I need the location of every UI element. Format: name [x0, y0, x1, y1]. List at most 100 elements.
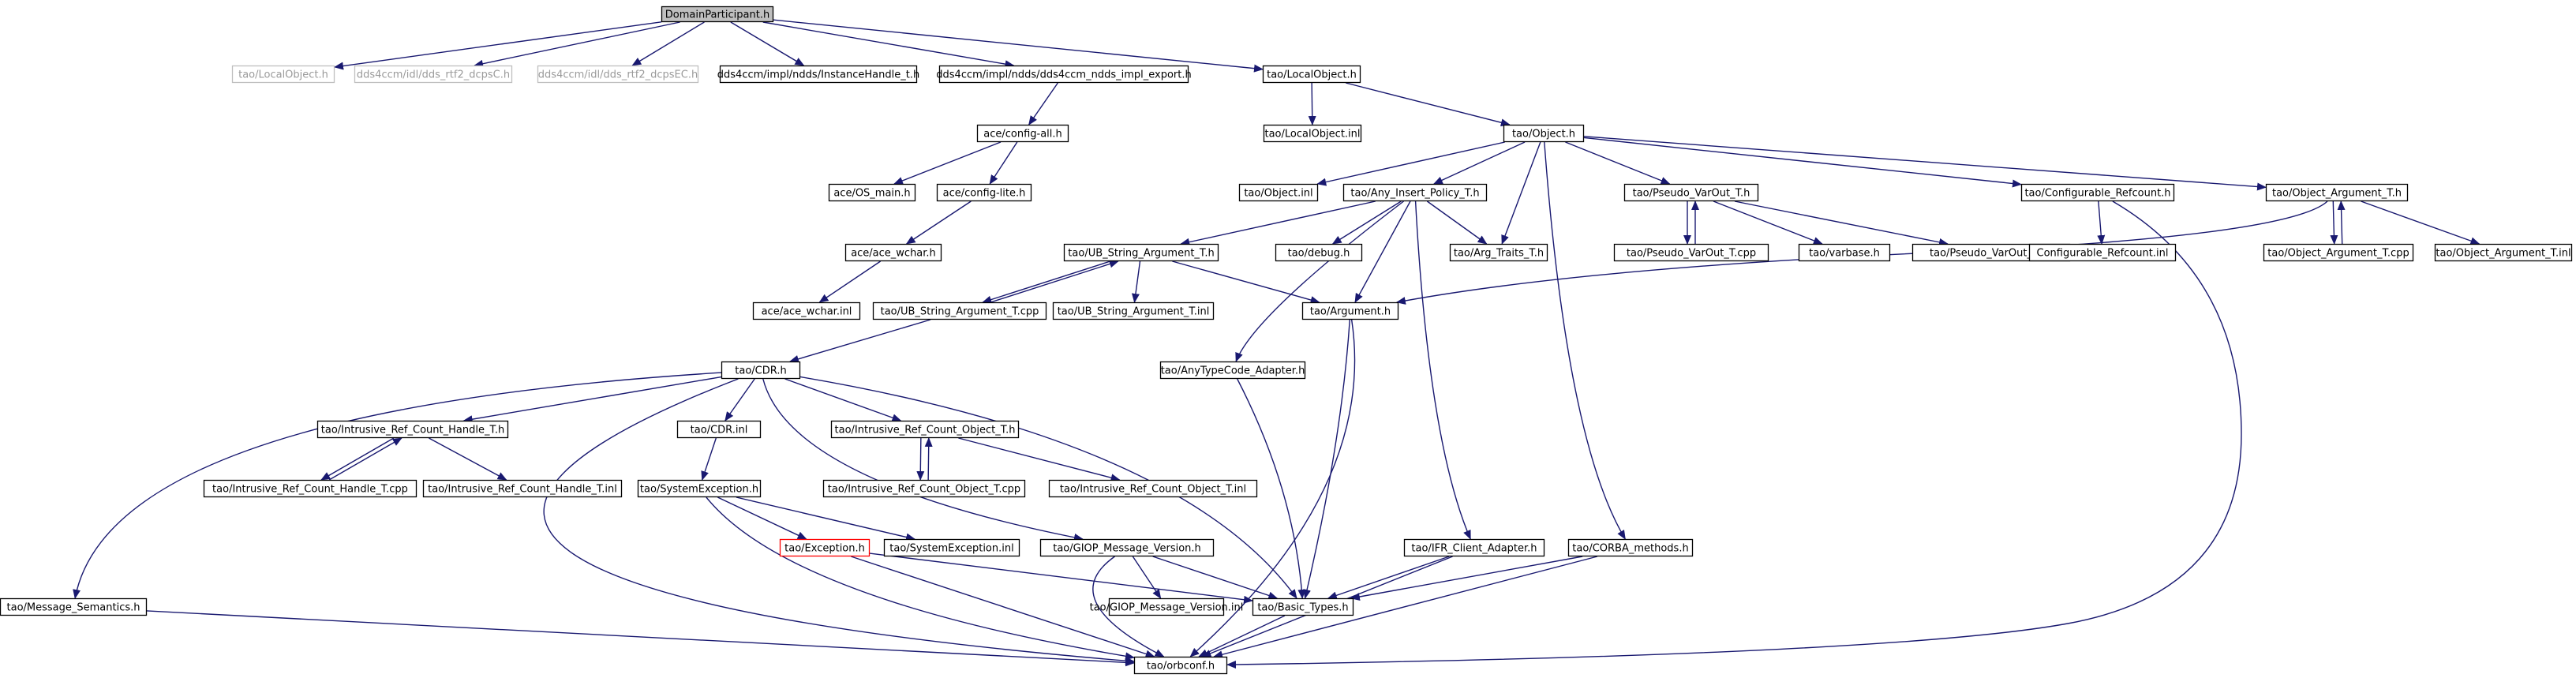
node-n43[interactable]: tao/GIOP_Message_Version.h	[1039, 538, 1215, 557]
node-label: ace/OS_main.h	[833, 188, 910, 200]
node-n48[interactable]: tao/Basic_Types.h	[1252, 597, 1354, 616]
node-label: tao/Argument.h	[1310, 306, 1391, 318]
edge-n13-to-n30	[1354, 200, 1411, 303]
edge-n11-to-n17	[905, 200, 972, 245]
edge-n15-to-n49	[1226, 200, 2242, 669]
edge-n31-to-n49	[543, 378, 1135, 665]
node-n34[interactable]: tao/CDR.inl	[676, 420, 762, 439]
node-n24[interactable]: Configurable_Refcount.inl	[2028, 243, 2177, 262]
node-box	[2028, 243, 2177, 262]
node-n4[interactable]: dds4ccm/impl/ndds/InstanceHandle_t.h	[717, 65, 919, 84]
node-n30[interactable]: tao/Argument.h	[1301, 302, 1399, 320]
node-n1[interactable]: tao/LocalObject.h	[231, 65, 335, 84]
node-box	[1262, 65, 1361, 84]
node-box	[676, 420, 762, 439]
node-n17[interactable]: ace/ace_wchar.h	[844, 243, 942, 262]
node-root[interactable]: DomainParticipant.h	[661, 6, 774, 23]
node-label: tao/Object.h	[1512, 129, 1575, 140]
node-label: tao/orbconf.h	[1147, 661, 1215, 672]
node-n15[interactable]: tao/Configurable_Refcount.h	[2020, 183, 2175, 202]
node-n33[interactable]: tao/Intrusive_Ref_Count_Handle_T.h	[316, 420, 509, 439]
edge-root-to-n6	[773, 19, 1264, 73]
edge-n13-to-n44	[1414, 200, 1471, 540]
node-n44[interactable]: tao/IFR_Client_Adapter.h	[1403, 538, 1545, 557]
node-n8[interactable]: tao/LocalObject.inl	[1263, 124, 1362, 143]
node-box	[1263, 124, 1362, 143]
node-n19[interactable]: tao/debug.h	[1275, 243, 1363, 262]
node-n11[interactable]: ace/config-lite.h	[936, 183, 1032, 202]
node-label: tao/debug.h	[1288, 248, 1350, 260]
node-n46[interactable]: tao/Message_Semantics.h	[0, 597, 148, 616]
node-n41[interactable]: tao/Exception.h	[779, 538, 871, 557]
node-box	[2434, 243, 2573, 262]
node-n20[interactable]: tao/Arg_Traits_T.h	[1449, 243, 1548, 262]
node-n13[interactable]: tao/Any_Insert_Policy_T.h	[1342, 183, 1488, 202]
node-n45[interactable]: tao/CORBA_methods.h	[1567, 538, 1694, 557]
node-n38[interactable]: tao/SystemException.h	[637, 479, 762, 498]
node-n25[interactable]: tao/Object_Argument_T.cpp	[2263, 243, 2414, 262]
node-n21[interactable]: tao/Pseudo_VarOut_T.cpp	[1613, 243, 1769, 262]
node-n37[interactable]: tao/Intrusive_Ref_Count_Handle_T.inl	[422, 479, 623, 498]
node-label: tao/SystemException.h	[640, 484, 758, 496]
node-box	[938, 65, 1189, 84]
node-box	[2265, 183, 2409, 202]
edge-n45-to-n49	[1213, 556, 1598, 659]
node-n28[interactable]: tao/UB_String_Argument_T.cpp	[872, 302, 1047, 320]
edge-n45-to-n48	[1350, 556, 1583, 601]
node-n26[interactable]: tao/Object_Argument_T.inl	[2434, 243, 2573, 262]
node-box	[1252, 597, 1354, 616]
node-label: tao/Object_Argument_T.cpp	[2267, 248, 2409, 260]
node-box	[872, 302, 1047, 320]
edge-n18-to-n29	[1132, 260, 1141, 303]
node-label: dds4ccm/idl/dds_rtf2_dcpsEC.h	[538, 69, 698, 81]
edge-n28-to-n31	[789, 319, 931, 363]
node-n22[interactable]: tao/varbase.h	[1798, 243, 1891, 262]
node-n12[interactable]: tao/Object.inl	[1238, 183, 1319, 202]
node-box	[976, 124, 1069, 143]
edge-n16-to-n25	[2330, 200, 2338, 245]
node-n42[interactable]: tao/SystemException.inl	[883, 538, 1020, 557]
node-label: tao/CDR.h	[735, 365, 786, 377]
node-n6[interactable]: tao/LocalObject.h	[1262, 65, 1361, 84]
node-n2[interactable]: dds4ccm/idl/dds_rtf2_dcpsC.h	[354, 65, 513, 84]
node-n47[interactable]: tao/GIOP_Message_Version.inl	[1090, 597, 1244, 616]
node-label: dds4ccm/impl/ndds/dds4ccm_ndds_impl_expo…	[936, 69, 1191, 81]
node-n9[interactable]: tao/Object.h	[1503, 124, 1585, 143]
node-box	[936, 183, 1032, 202]
node-label: tao/LocalObject.h	[1267, 69, 1357, 81]
node-n31[interactable]: tao/CDR.h	[721, 361, 801, 380]
node-n18[interactable]: tao/UB_String_Argument_T.h	[1063, 243, 1219, 262]
node-label: tao/Intrusive_Ref_Count_Object_T.h	[835, 425, 1016, 436]
node-n7[interactable]: ace/config-all.h	[976, 124, 1069, 143]
node-box	[661, 6, 774, 23]
node-n5[interactable]: dds4ccm/impl/ndds/dds4ccm_ndds_impl_expo…	[936, 65, 1192, 84]
node-n27[interactable]: ace/ace_wchar.inl	[752, 302, 861, 320]
node-box	[537, 65, 699, 84]
node-n3[interactable]: dds4ccm/idl/dds_rtf2_dcpsEC.h	[537, 65, 699, 84]
edge-n31-to-n48	[799, 376, 1297, 599]
node-n14[interactable]: tao/Pseudo_VarOut_T.h	[1623, 183, 1759, 202]
node-n49[interactable]: tao/orbconf.h	[1133, 656, 1228, 675]
node-n16[interactable]: tao/Object_Argument_T.h	[2265, 183, 2409, 202]
edge-n38-to-n42	[736, 496, 916, 541]
node-box	[316, 420, 509, 439]
node-n32[interactable]: tao/AnyTypeCode_Adapter.h	[1159, 361, 1306, 380]
node-box	[822, 479, 1026, 498]
node-n40[interactable]: tao/Intrusive_Ref_Count_Object_T.inl	[1048, 479, 1258, 498]
node-n35[interactable]: tao/Intrusive_Ref_Count_Object_T.h	[830, 420, 1020, 439]
node-label: tao/Pseudo_VarOut_T.cpp	[1627, 248, 1756, 260]
edge-n18-to-n28	[982, 260, 1111, 304]
node-n36[interactable]: tao/Intrusive_Ref_Count_Handle_T.cpp	[203, 479, 417, 498]
edge-n34-to-n38	[701, 437, 717, 481]
edge-root-to-n2	[474, 21, 680, 68]
node-label: tao/UB_String_Argument_T.h	[1068, 248, 1214, 260]
edge-n33-to-n37	[429, 437, 507, 481]
node-n29[interactable]: tao/UB_String_Argument_T.inl	[1052, 302, 1215, 320]
node-n39[interactable]: tao/Intrusive_Ref_Count_Object_T.cpp	[822, 479, 1026, 498]
node-label: tao/varbase.h	[1809, 248, 1880, 260]
node-n10[interactable]: ace/OS_main.h	[828, 183, 916, 202]
edge-n39-to-n35	[924, 437, 933, 481]
edge-n38-to-n41	[717, 496, 807, 540]
dependency-edges	[73, 19, 2481, 669]
